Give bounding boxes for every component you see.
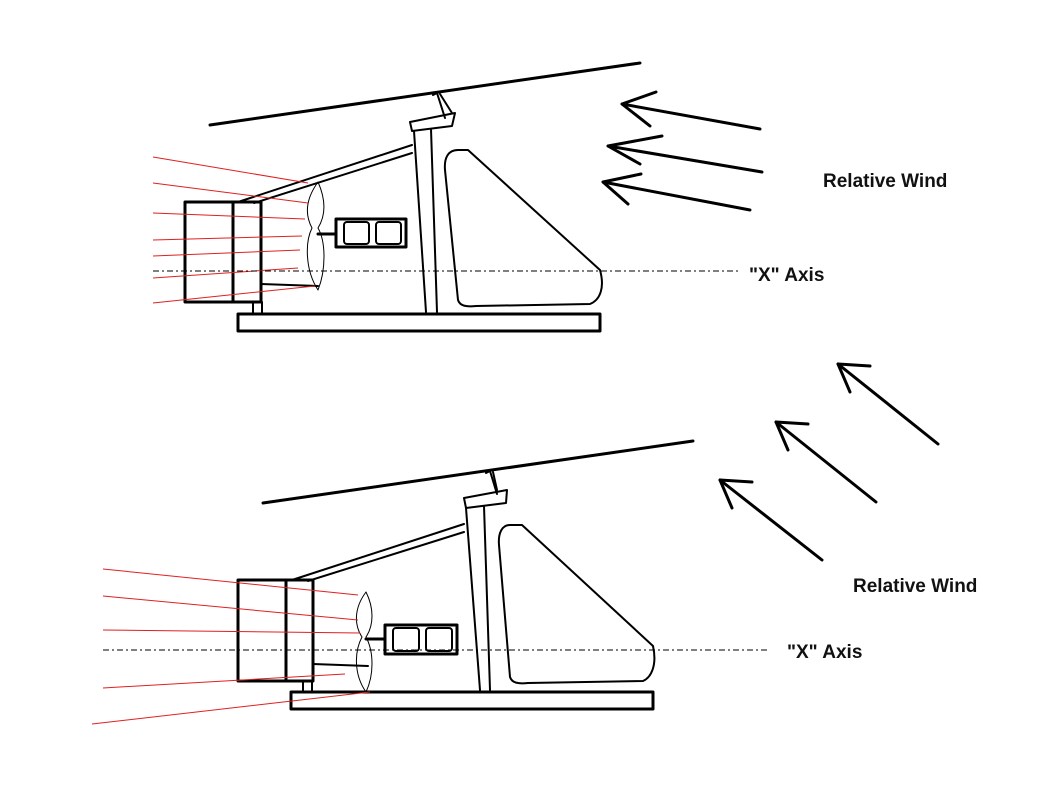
bottom-engine-box xyxy=(236,578,369,683)
bottom-tail-boom xyxy=(291,523,465,582)
top-x-axis-label: "X" Axis xyxy=(749,265,824,286)
bottom-rotor-blade xyxy=(261,439,695,505)
wind-arrow xyxy=(718,478,824,562)
bottom-wind-arrows xyxy=(718,362,940,562)
top-rotor-blade xyxy=(208,61,642,127)
bottom-scene: Relative Wind "X" Axis xyxy=(91,362,977,725)
wind-arrow xyxy=(606,134,764,174)
bottom-rotor-mast xyxy=(463,470,508,691)
top-landing-skid xyxy=(236,301,602,333)
top-motor xyxy=(316,217,408,249)
top-relative-wind-label: Relative Wind xyxy=(823,171,947,192)
top-cabin-outline xyxy=(443,149,603,308)
wind-arrow xyxy=(620,90,762,131)
bottom-x-axis-label: "X" Axis xyxy=(787,642,862,663)
bottom-propeller xyxy=(356,591,373,693)
top-wind-arrows xyxy=(601,90,764,212)
top-scene: Relative Wind "X" Axis xyxy=(152,61,947,333)
bottom-relative-wind-label: Relative Wind xyxy=(853,576,977,597)
bottom-airflow-lines xyxy=(91,568,371,725)
top-tail-boom xyxy=(237,144,413,204)
wind-arrow xyxy=(836,362,940,446)
bottom-cabin-outline xyxy=(497,524,656,685)
top-airflow-lines xyxy=(152,156,316,304)
top-rotor-mast xyxy=(409,92,456,313)
wind-arrow xyxy=(774,420,878,504)
bottom-landing-skid xyxy=(289,680,655,711)
wind-arrow xyxy=(601,172,752,212)
bottom-motor xyxy=(364,623,459,656)
top-propeller xyxy=(306,181,325,291)
